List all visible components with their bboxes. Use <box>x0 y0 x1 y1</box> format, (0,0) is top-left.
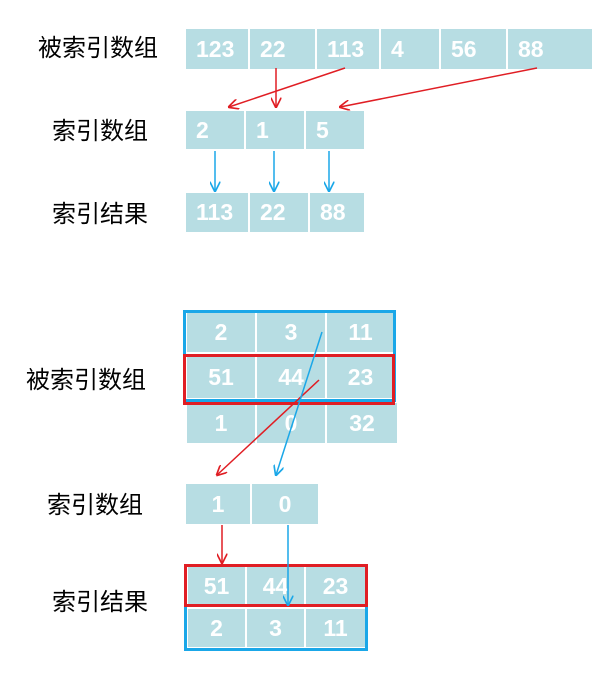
top-result-cell: 113 <box>186 193 248 232</box>
top-index-cell: 5 <box>306 111 364 149</box>
bottom-result-cell: 23 <box>306 567 365 605</box>
top-red-arrow <box>340 67 538 107</box>
bottom-red-arrow <box>217 379 320 475</box>
bottom-source-cell: 1 <box>187 403 255 443</box>
bottom-source-cell: 11 <box>327 313 394 352</box>
top-index-cell: 1 <box>246 111 304 149</box>
top-source-cell: 22 <box>250 29 315 69</box>
result-row-highlight <box>184 564 368 607</box>
top-result-cell: 88 <box>310 193 364 232</box>
bottom-result-cell: 11 <box>306 609 365 647</box>
bottom-result-label: 索引结果 <box>52 588 148 616</box>
bottom-source-cell: 3 <box>257 313 325 352</box>
top-source-cell: 88 <box>508 29 592 69</box>
top-result-label: 索引结果 <box>52 200 148 228</box>
bottom-source-label: 被索引数组 <box>26 366 146 394</box>
top-source-cell: 56 <box>441 29 506 69</box>
bottom-result-cell: 44 <box>247 567 304 605</box>
top-source-cell: 113 <box>317 29 379 69</box>
top-source-cell: 123 <box>186 29 248 69</box>
top-red-arrow <box>229 67 346 107</box>
top-source-label: 被索引数组 <box>38 34 158 62</box>
top-index-label: 索引数组 <box>52 117 148 145</box>
top-result-cell: 22 <box>250 193 308 232</box>
top-index-cell: 2 <box>186 111 244 149</box>
result-matrix-outline <box>184 602 368 651</box>
source-row-highlight <box>183 354 395 405</box>
bottom-blue-arrow <box>276 331 323 475</box>
bottom-index-cell: 1 <box>186 484 250 524</box>
bottom-source-cell: 51 <box>187 356 255 398</box>
bottom-result-cell: 2 <box>188 609 245 647</box>
bottom-source-cell: 32 <box>327 403 397 443</box>
bottom-index-label: 索引数组 <box>47 491 143 519</box>
bottom-index-cell: 0 <box>252 484 318 524</box>
top-source-cell: 4 <box>381 29 439 69</box>
bottom-source-cell: 23 <box>327 356 394 398</box>
bottom-source-cell: 2 <box>187 313 255 352</box>
bottom-source-cell: 44 <box>257 356 325 398</box>
bottom-result-cell: 3 <box>247 609 304 647</box>
bottom-result-cell: 51 <box>188 567 245 605</box>
